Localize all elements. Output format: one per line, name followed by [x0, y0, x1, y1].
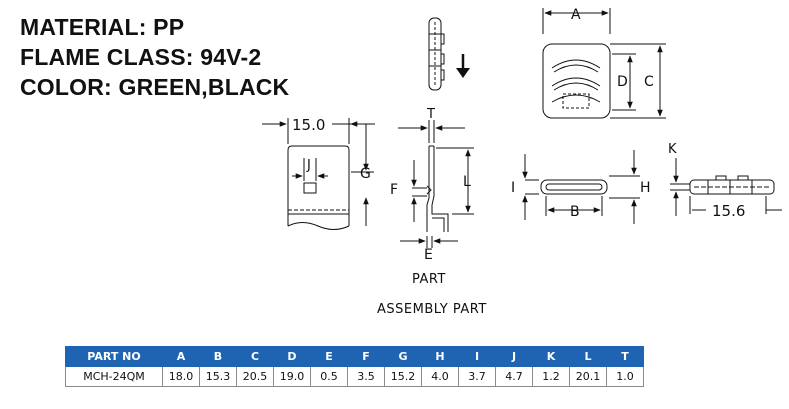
- dim-label-b: B: [570, 204, 580, 220]
- material-spec: MATERIAL: PP: [20, 14, 185, 40]
- table-cell: 3.5: [347, 366, 385, 387]
- dim-label-g: G: [360, 166, 371, 182]
- table-cell: 15.3: [199, 366, 237, 387]
- down-arrow-icon: [456, 54, 470, 78]
- table-header: E: [310, 346, 348, 367]
- table-cell: 0.5: [310, 366, 348, 387]
- dim-label-c: C: [644, 74, 654, 90]
- dim-label-e: E: [424, 247, 433, 263]
- clip-side-view: [428, 17, 445, 91]
- table-header: J: [495, 346, 533, 367]
- dim-label-f: F: [390, 182, 398, 198]
- dim-label-t: T: [426, 107, 435, 122]
- table-header: B: [199, 346, 237, 367]
- table-header: C: [236, 346, 274, 367]
- dim-label-k: K: [668, 142, 677, 157]
- assembly-side-view: [398, 120, 474, 248]
- clip-top-view: [522, 150, 640, 224]
- table-header: F: [347, 346, 385, 367]
- table-cell: 4.7: [495, 366, 533, 387]
- table-header: A: [162, 346, 200, 367]
- dim-label-a: A: [571, 7, 581, 23]
- dimension-table: PART NO A B C D E F G H I J K L T MCH-24…: [65, 346, 644, 387]
- table-cell: 15.2: [384, 366, 422, 387]
- dim-label-15-6: 15.6: [712, 202, 745, 220]
- table-cell: 18.0: [162, 366, 200, 387]
- table-header-row: PART NO A B C D E F G H I J K L T: [65, 346, 644, 367]
- flame-class-spec: FLAME CLASS: 94V-2: [20, 44, 262, 70]
- dim-label-h: H: [640, 180, 651, 196]
- color-spec: COLOR: GREEN,BLACK: [20, 74, 290, 100]
- table-header: D: [273, 346, 311, 367]
- part-caption: PART: [412, 272, 446, 287]
- table-header: T: [606, 346, 644, 367]
- dim-label-l: L: [463, 174, 471, 190]
- table-cell: 20.1: [569, 366, 607, 387]
- table-header: H: [421, 346, 459, 367]
- clip-side-profile: [670, 158, 782, 216]
- dim-label-j: J: [306, 158, 311, 173]
- table-header: I: [458, 346, 496, 367]
- assembly-front-view: [262, 118, 375, 230]
- table-row: MCH-24QM 18.0 15.3 20.5 19.0 0.5 3.5 15.…: [65, 366, 644, 387]
- table-cell: 3.7: [458, 366, 496, 387]
- table-cell: 19.0: [273, 366, 311, 387]
- dim-label-d: D: [617, 74, 628, 90]
- table-header: G: [384, 346, 422, 367]
- table-cell: 1.0: [606, 366, 644, 387]
- assembly-part-caption: ASSEMBLY PART: [377, 302, 487, 317]
- table-header: K: [532, 346, 570, 367]
- table-cell: 20.5: [236, 366, 274, 387]
- table-header: L: [569, 346, 607, 367]
- clip-front-view: [542, 8, 666, 119]
- table-cell: 4.0: [421, 366, 459, 387]
- table-header: PART NO: [65, 346, 163, 367]
- dim-label-15-0: 15.0: [292, 116, 325, 134]
- table-cell: 1.2: [532, 366, 570, 387]
- dim-label-i: I: [511, 180, 515, 196]
- table-cell: MCH-24QM: [65, 366, 163, 387]
